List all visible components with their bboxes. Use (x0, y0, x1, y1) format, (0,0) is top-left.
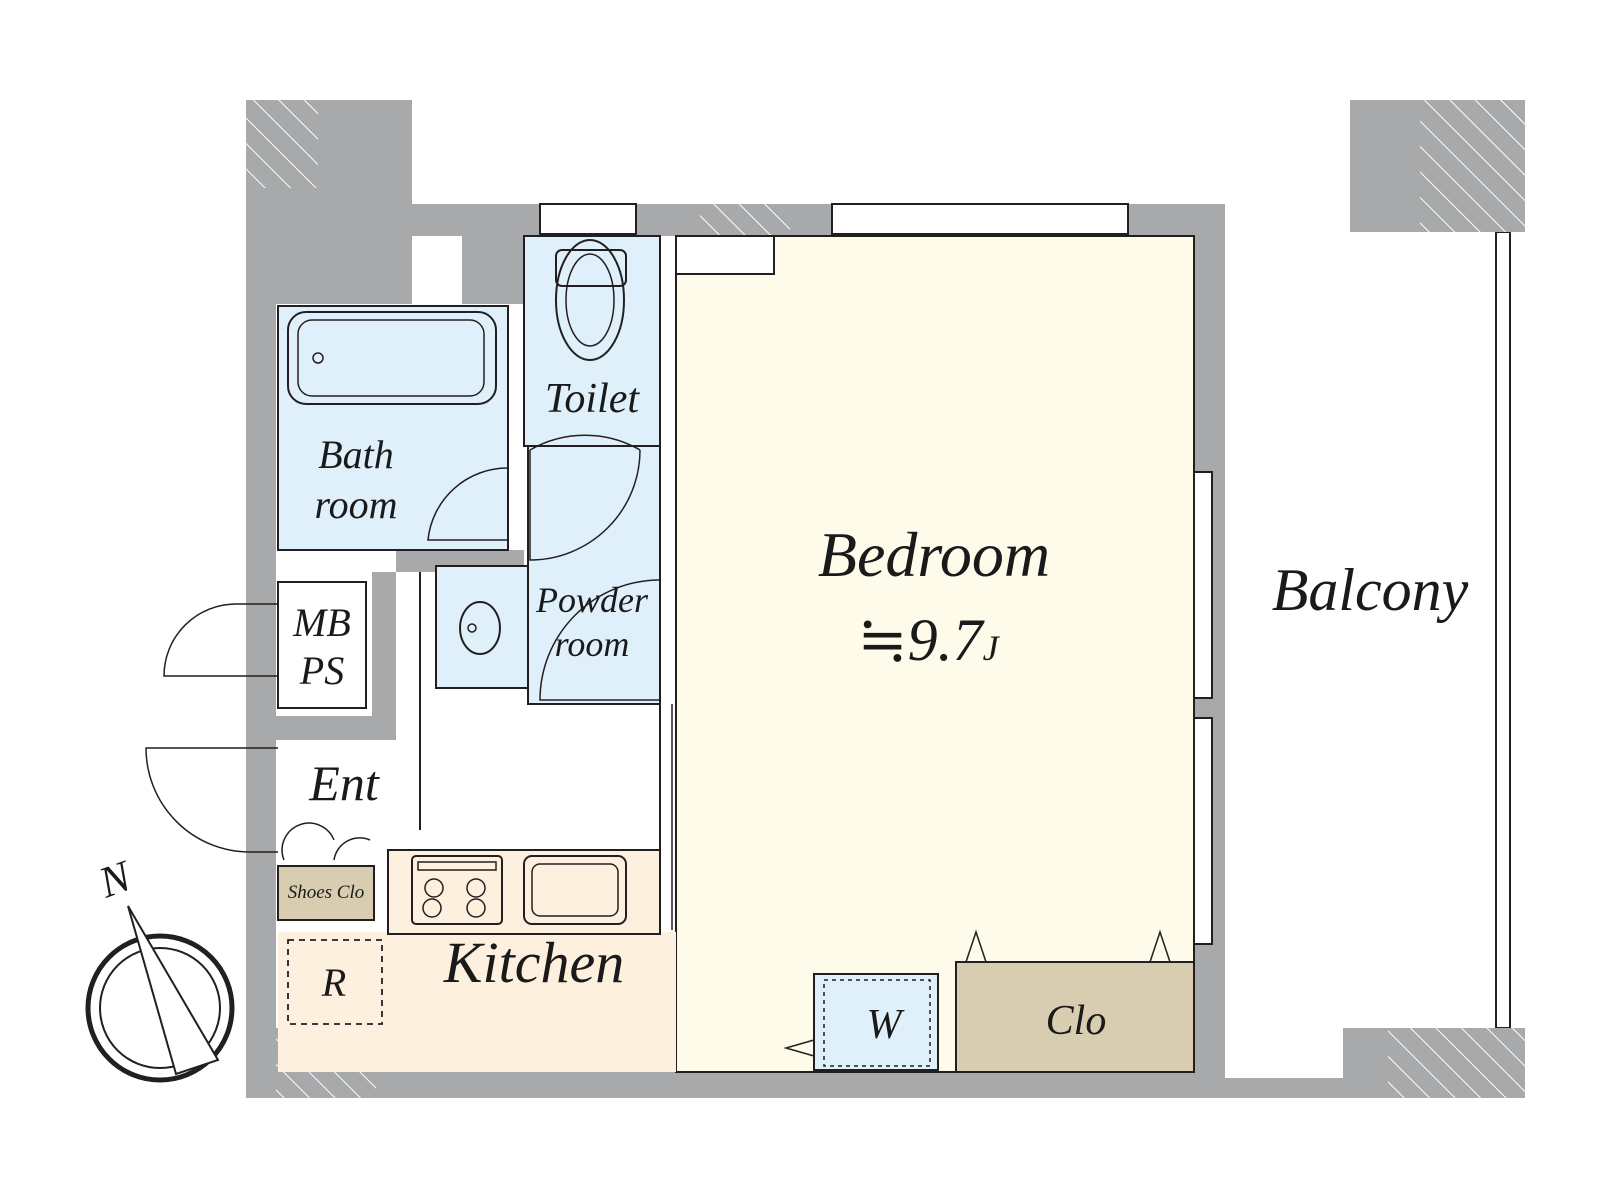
bath-label: Bath (318, 432, 394, 477)
bedroom-area-value: ≒9.7 (857, 607, 985, 673)
toilet-icon (555, 239, 627, 361)
entrance-label: Ent (308, 755, 380, 811)
shoes-closet-label: Shoes Clo (288, 882, 365, 903)
toilet-label: Toilet (545, 376, 640, 422)
mbps-label-2: PS (299, 648, 344, 693)
powder-label-2: room (555, 624, 630, 664)
compass: N (85, 850, 235, 1083)
powder-label: Powder (535, 580, 649, 620)
bedroom-floor (675, 235, 1195, 1073)
bedroom-area-label: ≒9.7J (857, 607, 1000, 673)
compass-north-label: N (92, 850, 140, 907)
sink-icon (459, 601, 501, 655)
room-labels: Bath room Toilet Powder room MB PS Ent S… (288, 376, 1469, 1048)
wet-areas (277, 235, 939, 1071)
stove-icon (411, 855, 503, 925)
mbps-box (277, 581, 367, 709)
washer-label: W (867, 1002, 906, 1048)
refrigerator-space (287, 939, 383, 1025)
bath-label-2: room (315, 482, 398, 527)
closet-floor (277, 865, 1195, 1073)
bathtub-icon (287, 311, 497, 405)
kitchen-sink-icon (523, 855, 627, 925)
refrigerator-label: R (321, 960, 346, 1005)
kitchen-label: Kitchen (443, 930, 624, 995)
mbps-label: MB (292, 600, 351, 645)
balcony-label: Balcony (1272, 557, 1469, 623)
bedroom-area-unit: J (983, 628, 1001, 668)
compass-needle-light (127, 905, 220, 1076)
closet-label: Clo (1046, 998, 1107, 1044)
doors (145, 203, 1213, 1057)
bedroom-label: Bedroom (818, 519, 1050, 590)
